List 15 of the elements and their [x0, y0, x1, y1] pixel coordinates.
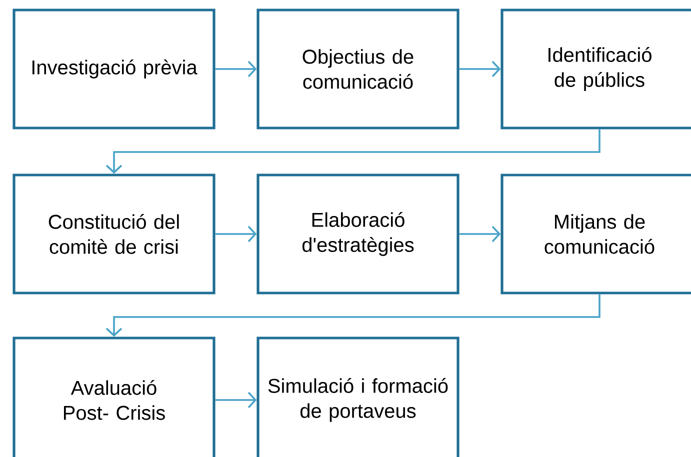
arrow	[459, 226, 501, 242]
arrow	[215, 392, 257, 408]
arrow	[215, 226, 257, 242]
process-box: Identificació de públics	[500, 8, 691, 130]
process-box: Simulació i formació de portaveus	[256, 336, 460, 457]
arrow	[459, 60, 501, 78]
process-box: Mitjans de comunicació	[500, 174, 691, 294]
process-box: Elaboració d'estratègies	[256, 174, 460, 294]
process-box: Investigació prèvia	[12, 8, 216, 130]
process-box: Objectius de comunicació	[256, 8, 460, 130]
arrow	[106, 294, 600, 337]
process-box: Constitució del comitè de crisi	[12, 174, 216, 294]
arrow	[106, 129, 600, 174]
arrow	[215, 60, 257, 78]
process-box: Avaluació Post- Crisis	[12, 336, 216, 457]
